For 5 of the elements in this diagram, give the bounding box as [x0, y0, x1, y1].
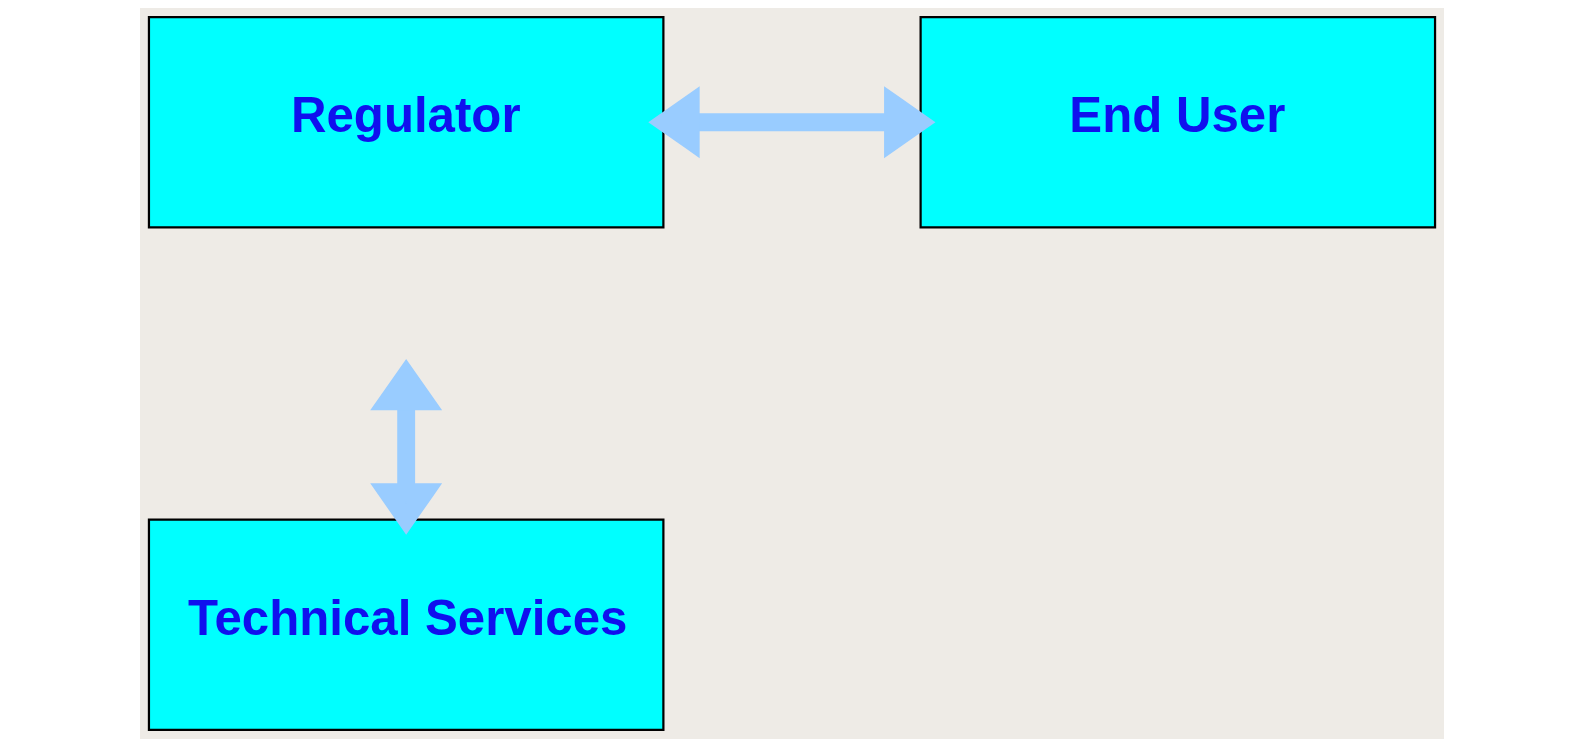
- node-box: End User: [919, 15, 1436, 229]
- arrow: [647, 86, 935, 159]
- arrow: [369, 358, 442, 535]
- node-box: Technical Services: [147, 518, 664, 732]
- node-box: Regulator: [147, 15, 664, 229]
